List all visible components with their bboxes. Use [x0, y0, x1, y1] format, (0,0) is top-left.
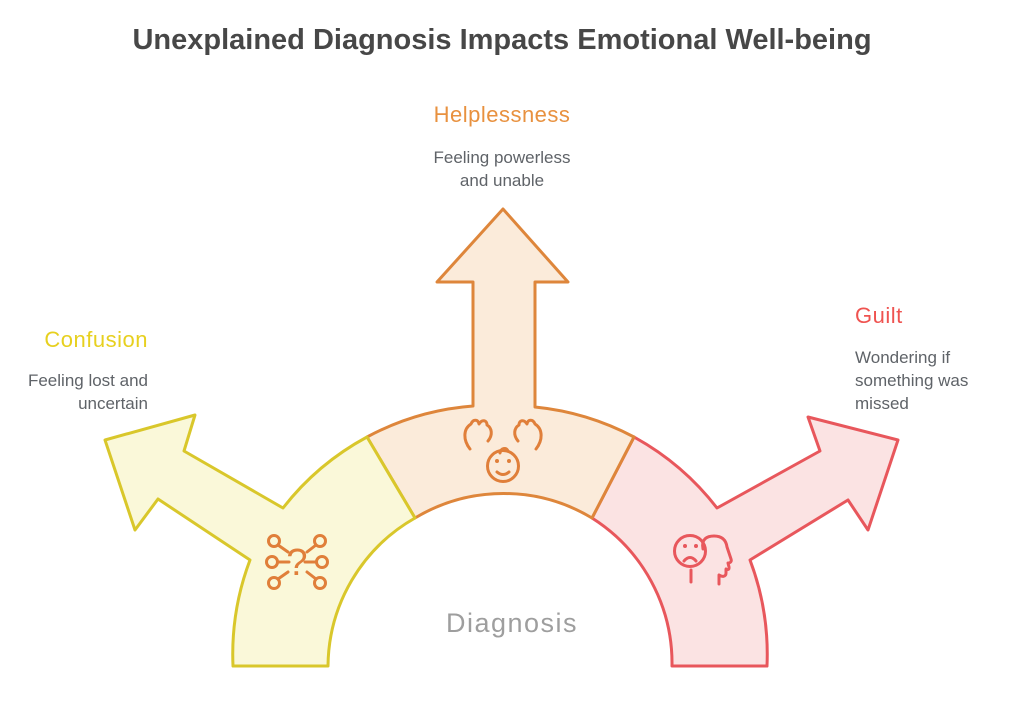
- eye-dot: [507, 459, 511, 463]
- smile-mouth: [495, 470, 511, 476]
- right-hand: [513, 418, 543, 451]
- helplessness-arrow-path: [365, 207, 636, 520]
- sad-thought-head-profile-icon: [673, 534, 733, 586]
- helplessness-label: Helplessness: [434, 102, 571, 127]
- guilt-description: Wondering if something was missed: [855, 348, 969, 413]
- left-hand: [463, 418, 493, 451]
- scattered-question-network-icon: ?: [265, 534, 329, 590]
- hair-curl: [498, 447, 510, 455]
- guilt-branch-shape: [590, 415, 900, 668]
- eye-dot: [495, 459, 499, 463]
- confusion-label: Confusion: [44, 327, 148, 352]
- node-circle: [267, 534, 281, 548]
- head-profile: [701, 534, 733, 586]
- question-mark-glyph: ?: [286, 542, 307, 584]
- confusion-arrow-path: [103, 413, 417, 668]
- guilt-arrow-path: [590, 415, 900, 668]
- node-stem: [305, 570, 318, 581]
- confusion-branch-shape: [103, 413, 417, 668]
- diagnosis-label: Diagnosis: [446, 608, 578, 638]
- eye-dot: [683, 544, 687, 548]
- caring-hands-over-child-icon: [463, 418, 543, 483]
- node-circle: [267, 576, 281, 590]
- node-circle: [313, 534, 327, 548]
- node-stem: [276, 543, 290, 554]
- sad-face: [673, 534, 707, 568]
- page-title: Unexplained Diagnosis Impacts Emotional …: [132, 24, 871, 56]
- confusion-description: Feeling lost and uncertain: [27, 371, 148, 413]
- eye-dot: [694, 544, 698, 548]
- guilt-label: Guilt: [855, 303, 903, 328]
- frown-mouth: [682, 556, 698, 563]
- helplessness-description: Feeling powerless and unable: [433, 148, 571, 190]
- node-stem: [276, 570, 290, 581]
- node-stem: [305, 543, 318, 554]
- helplessness-branch-shape: [365, 207, 636, 520]
- node-circle: [313, 576, 327, 590]
